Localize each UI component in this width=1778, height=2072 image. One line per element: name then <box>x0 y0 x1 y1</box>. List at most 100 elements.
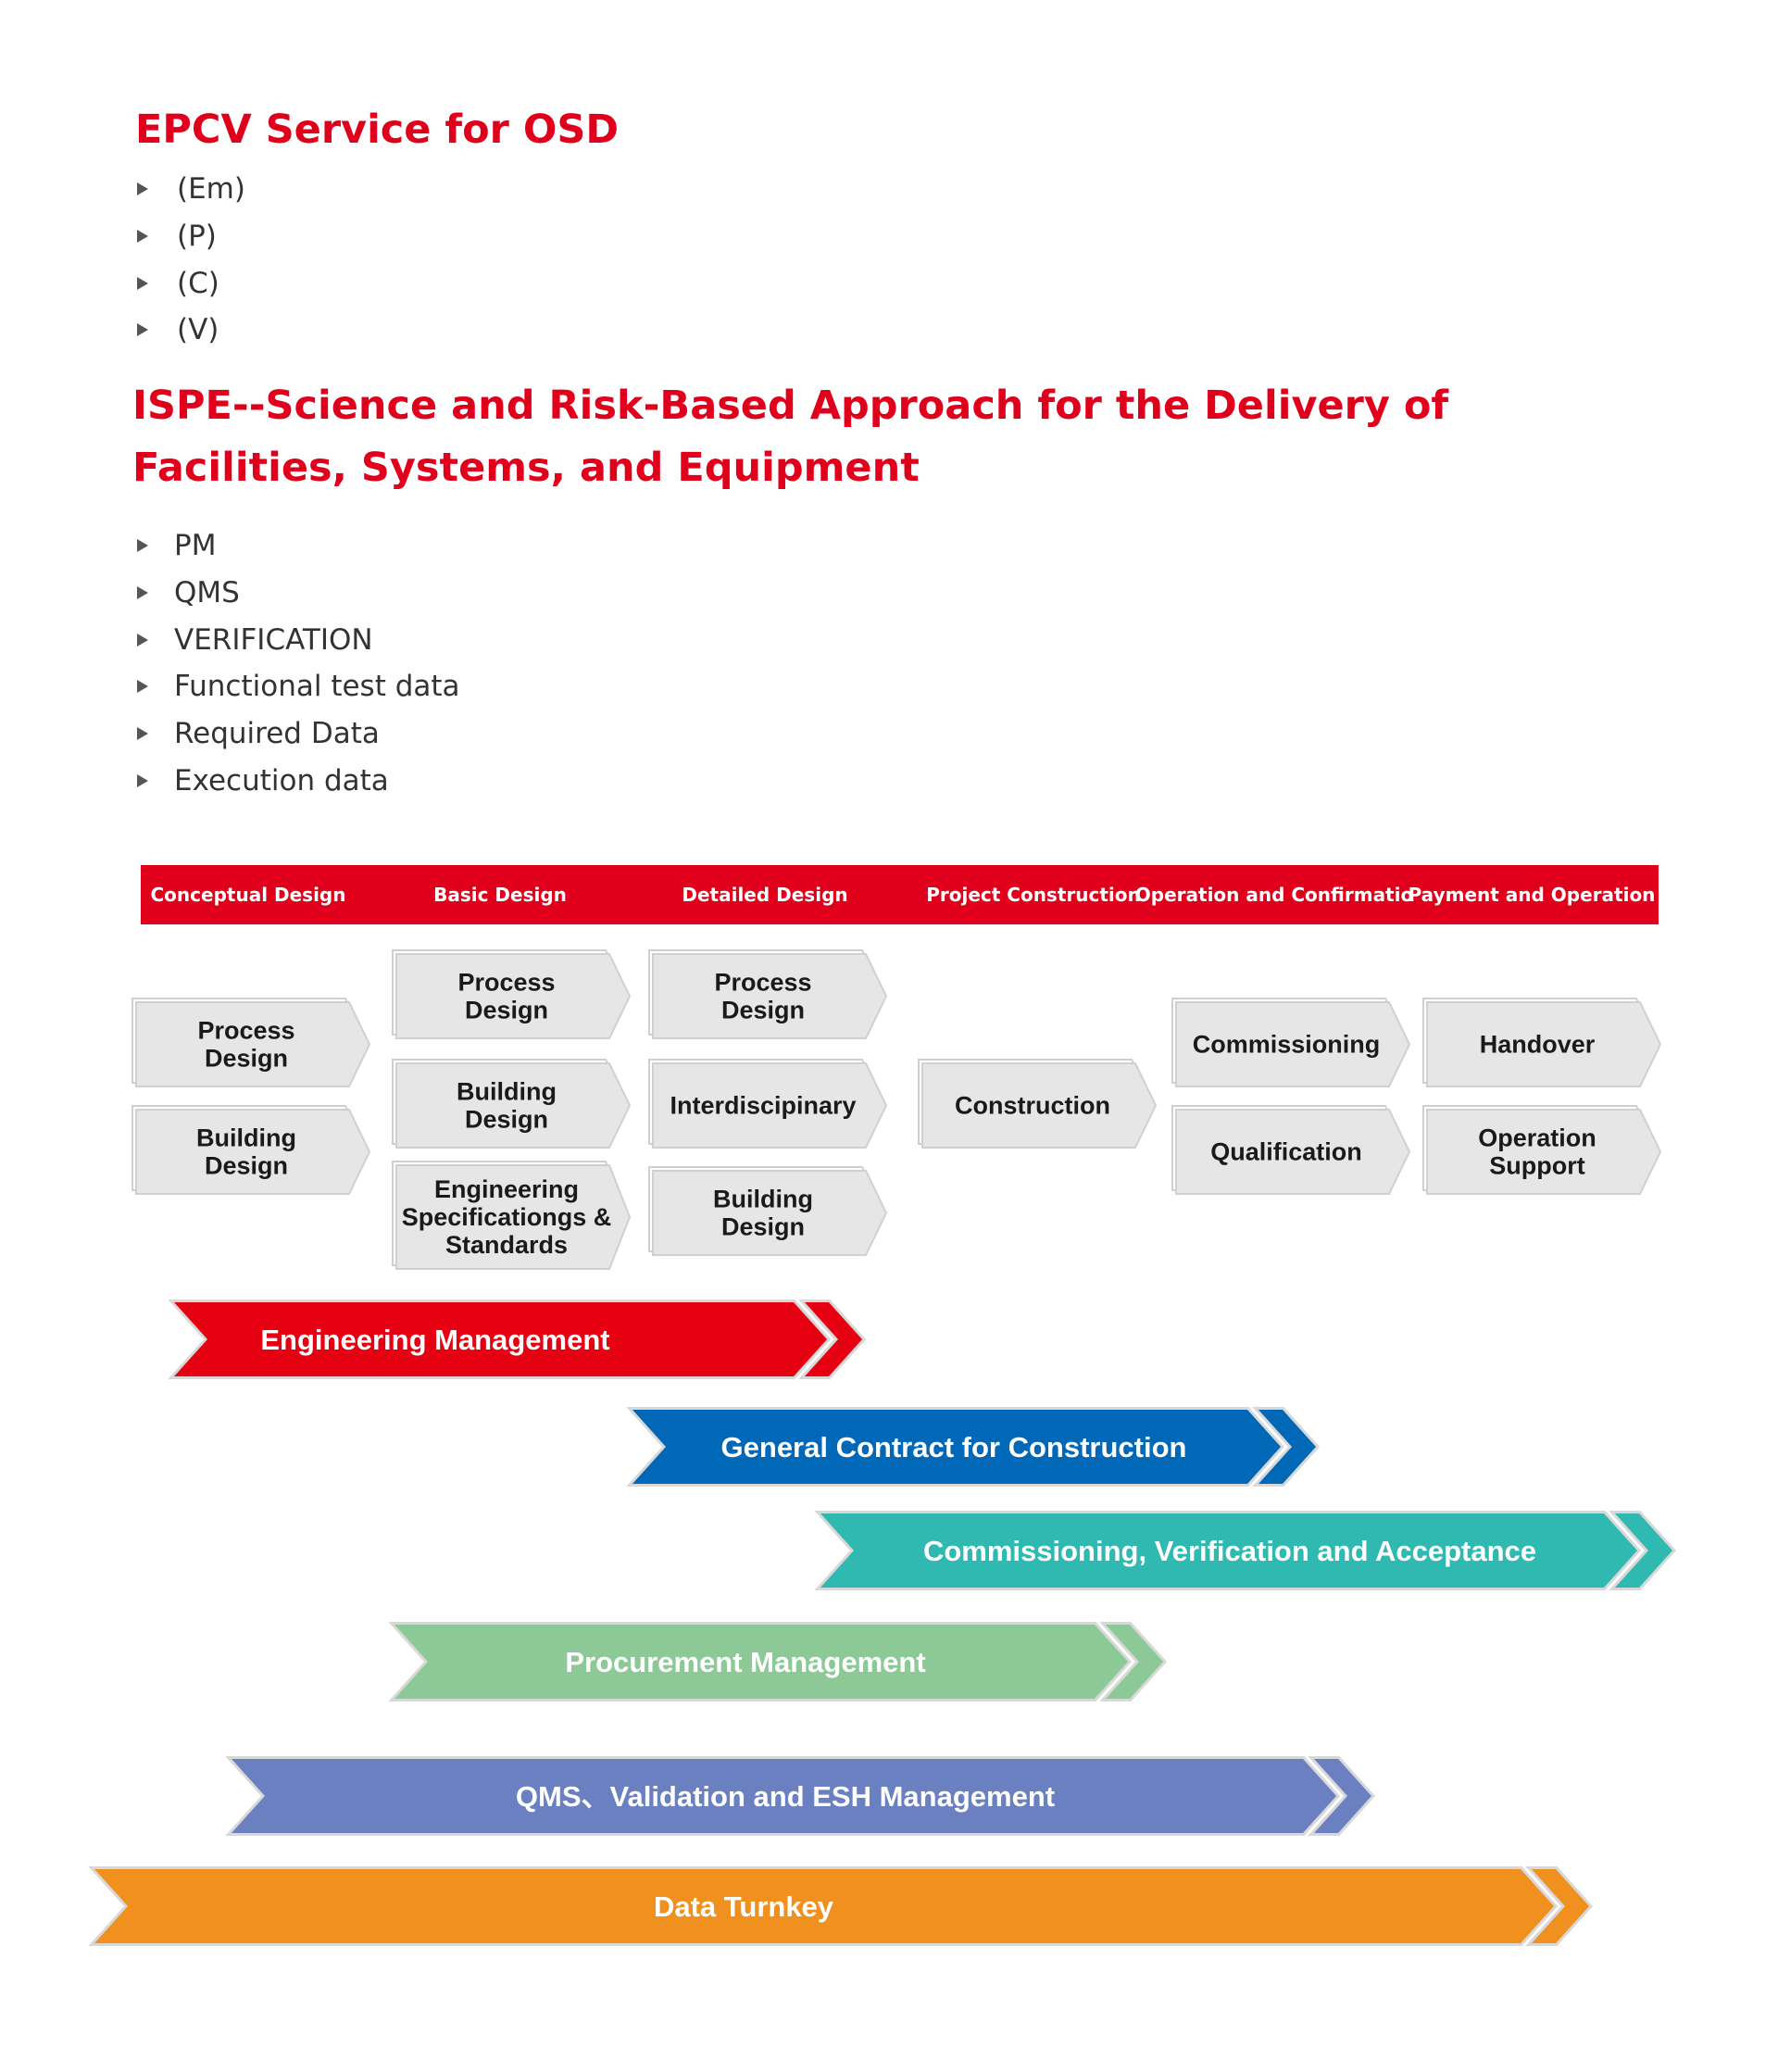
bullet-triangle-icon <box>137 229 148 243</box>
band-chevron <box>1532 1869 1589 1943</box>
process-box-label: Process <box>457 969 555 997</box>
band-chevron <box>1615 1513 1672 1588</box>
bullet-triangle-icon <box>137 773 148 787</box>
ispe-list-item: QMS <box>135 570 460 617</box>
band-label: Procurement Management <box>565 1646 925 1678</box>
epcv-list-item-text: (V) <box>177 313 219 347</box>
process-box: Qualification <box>1171 1105 1411 1195</box>
process-box-label: Qualification <box>1210 1138 1362 1166</box>
phase-label: Payment and Operation <box>1408 884 1656 906</box>
ispe-list-item: Execution data <box>135 758 460 805</box>
process-box-shape <box>395 953 632 1039</box>
bullet-triangle-icon <box>137 585 148 599</box>
band-body <box>94 1869 1554 1943</box>
process-box-shape <box>1175 1001 1411 1087</box>
band-label: Data Turnkey <box>654 1890 834 1923</box>
phase-header-bar: Conceptual Design Basic Design Detailed De… <box>141 865 1659 924</box>
phase-label: Detailed Design <box>682 884 848 906</box>
bullet-triangle-icon <box>137 276 148 290</box>
process-box-label: Interdiscipinary <box>670 1092 856 1120</box>
ispe-list-item: VERIFICATION <box>135 617 460 664</box>
band-chevron <box>1106 1625 1163 1699</box>
process-box-label: Process <box>714 969 811 997</box>
process-box-label: Design <box>205 1152 288 1180</box>
bullet-triangle-icon <box>137 323 148 337</box>
ispe-list-item-text: Required Data <box>174 717 380 751</box>
process-band-arrow: Data Turnkey <box>88 1866 1594 1946</box>
bullet-triangle-icon <box>137 539 148 552</box>
bullet-triangle-icon <box>137 182 148 195</box>
process-box: Commissioning <box>1171 998 1411 1087</box>
phase-label: Basic Design <box>433 884 567 906</box>
process-box-shape <box>1175 1109 1411 1195</box>
phase-label: Conceptual Design <box>150 884 346 906</box>
section-title-ispe: ISPE--Science and Risk-Based Approach fo… <box>132 383 1449 491</box>
epcv-list-item: (P) <box>135 213 245 260</box>
process-box-shape <box>135 1109 371 1195</box>
process-band-arrow: QMS、Validation and ESH Management <box>225 1756 1376 1836</box>
process-box-label: Building <box>457 1078 557 1106</box>
process-box-label: Building <box>713 1186 813 1213</box>
band-body <box>174 1302 827 1376</box>
process-box-shape <box>135 1001 371 1087</box>
process-band-arrow: General Contract for Construction <box>626 1407 1321 1487</box>
process-box: Construction <box>918 1059 1158 1149</box>
band-label: Engineering Management <box>260 1324 609 1356</box>
ispe-list-item: PM <box>135 522 460 570</box>
process-box-shape <box>921 1062 1158 1149</box>
band-chevron <box>1258 1410 1316 1484</box>
process-box: Handover <box>1422 998 1662 1087</box>
ispe-list-item-text: VERIFICATION <box>174 622 373 657</box>
process-box-label: Standards <box>445 1231 568 1259</box>
phase-label: Project Construction <box>926 884 1141 906</box>
process-box-label: Process <box>197 1017 294 1045</box>
epcv-list-item-text: (P) <box>177 219 217 253</box>
process-box-label: Design <box>465 1106 548 1134</box>
process-box-label: Design <box>205 1045 288 1073</box>
epcv-list-item: (V) <box>135 307 245 354</box>
band-label: Commissioning, Verification and Acceptan… <box>923 1535 1536 1567</box>
ispe-list-item-text: Execution data <box>174 763 389 797</box>
process-box: Interdiscipinary <box>648 1059 888 1149</box>
ispe-list-item: Functional test data <box>135 663 460 710</box>
process-box-label: Support <box>1489 1152 1584 1180</box>
process-box-label: Operation <box>1478 1124 1596 1152</box>
process-box-shape <box>395 1062 632 1149</box>
band-body <box>820 1513 1637 1588</box>
phase-label: Operation and Confirmatio <box>1134 884 1414 906</box>
process-band-arrow: Procurement Management <box>388 1622 1168 1702</box>
epcv-list-item: (C) <box>135 260 245 308</box>
bullet-triangle-icon <box>137 680 148 694</box>
band-chevron <box>805 1302 862 1376</box>
process-box-shape <box>1426 1109 1662 1195</box>
band-body <box>632 1410 1281 1484</box>
bullet-triangle-icon <box>137 727 148 741</box>
epcv-list-item-text: (Em) <box>177 172 245 206</box>
process-box-label: Construction <box>955 1092 1110 1120</box>
process-box-shape <box>1426 1001 1662 1087</box>
bullet-triangle-icon <box>137 633 148 647</box>
band-body <box>394 1625 1128 1699</box>
process-box-shape <box>652 1170 888 1256</box>
process-box-label: Design <box>465 997 548 1024</box>
section-title-epcv: EPCV Service for OSD <box>135 107 620 153</box>
process-box-shape <box>395 1164 632 1270</box>
ispe-list-item: Required Data <box>135 710 460 758</box>
process-band-arrow: Commissioning, Verification and Acceptan… <box>814 1511 1677 1590</box>
process-box-label: Specificationgs & <box>402 1203 612 1231</box>
epcv-list: (Em) (P) (C) (V) <box>135 166 245 354</box>
process-box-shape <box>652 1062 888 1149</box>
process-box-label: Design <box>721 1213 805 1241</box>
process-box-label: Design <box>721 997 805 1024</box>
process-box-label: Building <box>196 1124 296 1152</box>
band-chevron <box>1314 1759 1371 1833</box>
band-label: General Contract for Construction <box>721 1431 1187 1463</box>
